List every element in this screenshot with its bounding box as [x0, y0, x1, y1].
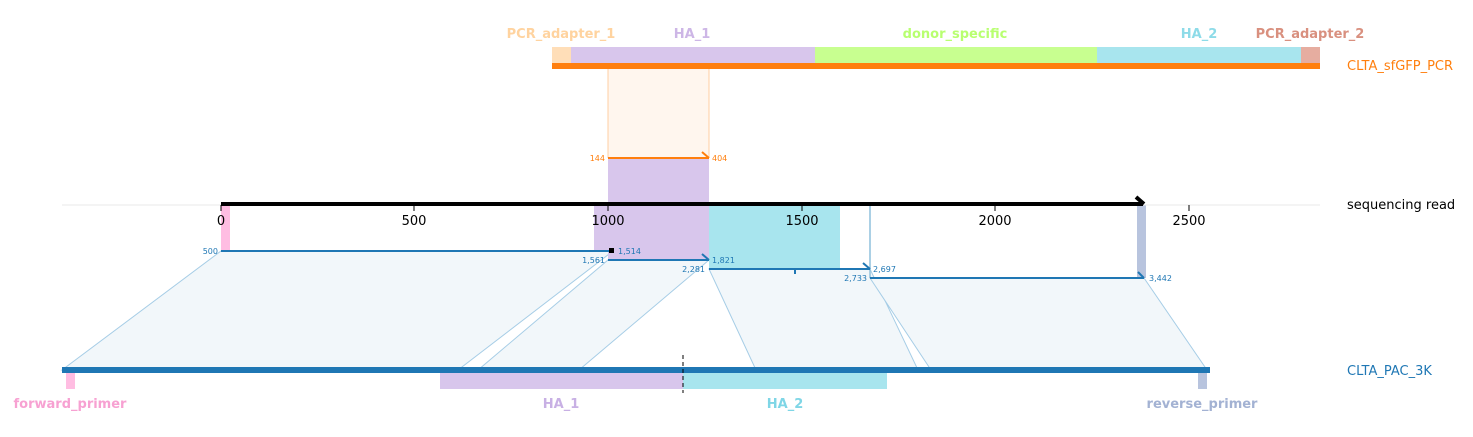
pcr-track-label: CLTA_sfGFP_PCR — [1347, 59, 1453, 74]
tick-label: 500 — [402, 214, 427, 229]
pcr-label-ha2: HA_2 — [1181, 27, 1218, 42]
pac-label-forward-primer: forward_primer — [14, 397, 128, 412]
pcr-alignment: 144 404 — [590, 151, 727, 163]
tick-label: 0 — [217, 214, 225, 229]
pac-alignment-1-end: 1,514 — [618, 247, 641, 256]
pac-alignment-1-start: 500 — [203, 247, 218, 256]
read-axis: 0 500 1000 1500 2000 2500 sequencing rea… — [62, 195, 1455, 229]
pac-feature-reverse-primer — [1198, 372, 1207, 389]
pac-alignment-3-end: 2,697 — [873, 265, 896, 274]
pac-feature-ha1 — [440, 372, 683, 389]
pac-track: forward_primer HA_1 HA_2 reverse_primer … — [14, 355, 1432, 412]
pcr-track: PCR_adapter_1 HA_1 donor_specific HA_2 P… — [507, 27, 1453, 74]
link-polygon-4 — [869, 277, 1208, 371]
pcr-alignment-arrow — [701, 151, 710, 159]
pcr-label-ha1: HA_1 — [674, 27, 711, 42]
pac-alignment-4-end: 3,442 — [1149, 274, 1172, 283]
read-reverse-primer-block — [1137, 205, 1146, 278]
pcr-label-donor: donor_specific — [903, 27, 1008, 42]
pac-alignment-4-start: 2,733 — [844, 274, 867, 283]
pac-label-ha1: HA_1 — [543, 397, 580, 412]
pac-feature-ha2 — [683, 372, 887, 389]
read-track-label: sequencing read — [1347, 198, 1455, 213]
read-axis-arrowhead — [1134, 195, 1146, 206]
read-ha1-block — [608, 158, 709, 260]
read-axis-ticks: 0 500 1000 1500 2000 2500 — [217, 205, 1206, 229]
read-ha1-block-small — [594, 205, 614, 250]
pcr-feature-adapter2 — [1301, 47, 1320, 64]
pac-alignment-end-marker — [609, 248, 614, 253]
tick-label: 2000 — [978, 214, 1011, 229]
link-polygons — [60, 250, 1208, 371]
pcr-feature-ha2 — [1097, 47, 1301, 64]
pcr-feature-adapter1 — [552, 47, 571, 64]
tick-label: 2500 — [1172, 214, 1205, 229]
pcr-feature-donor — [815, 47, 1097, 64]
pac-label-ha2: HA_2 — [767, 397, 804, 412]
pcr-track-line — [552, 63, 1320, 69]
read-forward-primer-block — [221, 205, 230, 251]
read-ha2-block — [709, 205, 840, 269]
tick-label: 1500 — [785, 214, 818, 229]
pac-alignment-arrow-3 — [862, 262, 871, 270]
pac-alignment-2-end: 1,821 — [712, 256, 735, 265]
pac-label-reverse-primer: reverse_primer — [1147, 397, 1259, 412]
pac-alignment-3-start: 2,281 — [682, 265, 705, 274]
pac-alignment-arrow-2 — [701, 253, 710, 261]
pac-track-label: CLTA_PAC_3K — [1347, 364, 1432, 379]
pcr-alignment-end: 404 — [712, 154, 727, 163]
pac-track-line — [62, 367, 1210, 373]
pac-alignments: 500 1,514 1,561 1,821 2,281 2,697 2,733 … — [203, 247, 1172, 283]
pcr-label-adapter2: PCR_adapter_2 — [1256, 27, 1365, 42]
pcr-label-adapter1: PCR_adapter_1 — [507, 27, 616, 42]
tick-label: 1000 — [591, 214, 624, 229]
pcr-feature-ha1 — [571, 47, 815, 64]
pac-feature-forward-primer — [66, 372, 75, 389]
pcr-alignment-start: 144 — [590, 154, 605, 163]
pac-alignment-arrow-4 — [1137, 271, 1145, 279]
pcr-link-region — [608, 67, 709, 158]
pac-alignment-2-start: 1,561 — [582, 256, 605, 265]
